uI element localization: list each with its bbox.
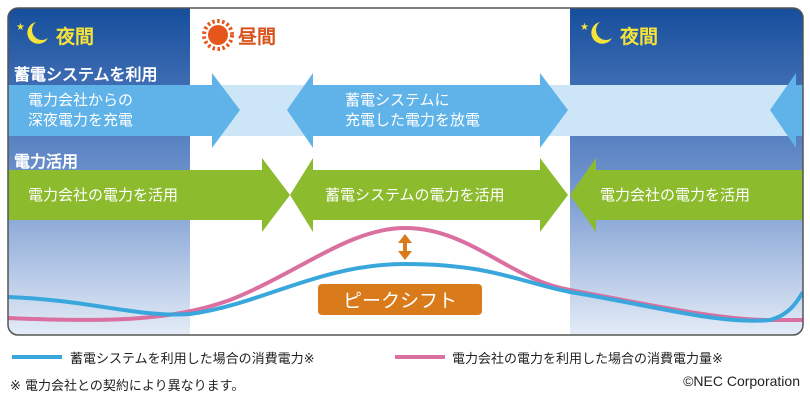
charge-arrow	[8, 73, 240, 148]
peak-difference-arrow-icon	[398, 234, 412, 260]
storage-section-title: 蓄電システムを利用	[14, 65, 158, 84]
discharge-arrow-text: 蓄電システムに充電した電力を放電	[345, 91, 481, 129]
footnote: ※ 電力会社との契約により異なります。	[10, 379, 245, 394]
blue-consumption-line	[8, 261, 803, 323]
moon-icon: ★	[16, 22, 48, 44]
grid-power-arrow-left	[8, 158, 290, 232]
discharge-arrow	[287, 73, 568, 148]
night-label-left: 夜間	[56, 26, 95, 48]
charge-arrow-text: 電力会社からの深夜電力を充電	[28, 91, 134, 129]
power-section-title: 電力活用	[14, 152, 79, 171]
peak-shift-badge	[318, 284, 482, 315]
day-label: 昼間	[238, 26, 277, 48]
night-charge-arrow-right	[770, 73, 803, 148]
svg-text:★: ★	[16, 22, 25, 33]
moon-icon-right: ★	[580, 22, 612, 44]
storage-power-text: 蓄電システムの電力を活用	[325, 186, 505, 204]
svg-text:★: ★	[580, 22, 589, 33]
grid-power-arrow-right	[570, 158, 803, 232]
copyright: ©NEC Corporation	[683, 373, 800, 389]
storage-power-arrow	[290, 158, 568, 232]
night-label-right: 夜間	[620, 26, 659, 48]
grid-power-left-text: 電力会社の電力を活用	[28, 186, 179, 204]
legend-blue-label: 蓄電システムを利用した場合の消費電力※	[70, 352, 315, 367]
legend-pink-label: 電力会社の電力を利用した場合の消費電力量※	[452, 352, 723, 367]
grid-power-right-text: 電力会社の電力を活用	[600, 186, 751, 204]
sun-icon	[202, 19, 234, 51]
peak-shift-label: ピークシフト	[342, 290, 457, 312]
